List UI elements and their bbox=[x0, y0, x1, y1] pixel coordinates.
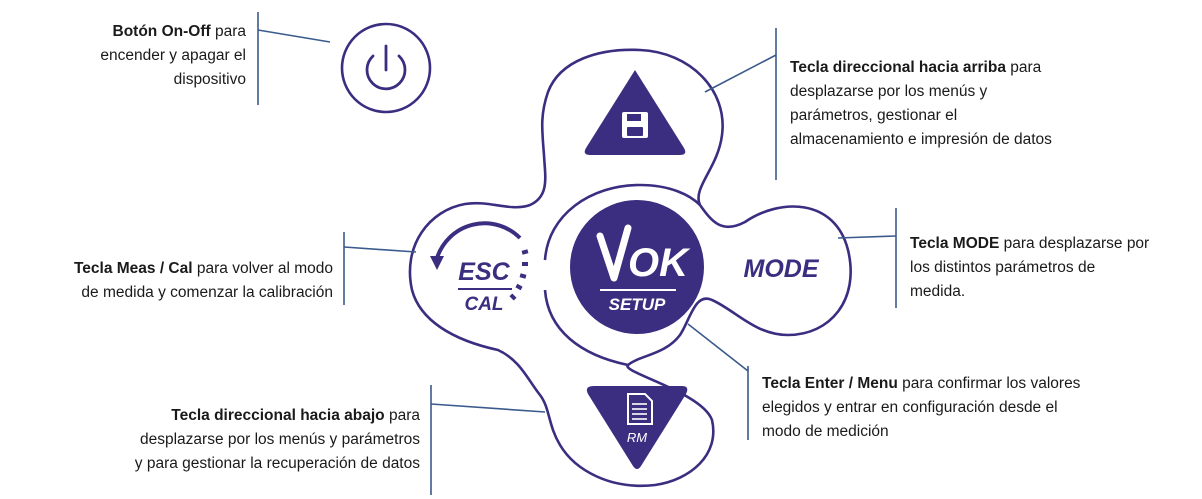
annotation-meas-line1: para volver al modo bbox=[192, 260, 333, 277]
mode-button[interactable]: MODE bbox=[725, 240, 835, 290]
annotation-up-line4: almacenamiento e impresión de datos bbox=[790, 131, 1052, 148]
annotation-up-bold: Tecla direccional hacia arriba bbox=[790, 59, 1006, 76]
down-button[interactable]: RM bbox=[586, 386, 688, 469]
up-button[interactable] bbox=[584, 70, 686, 155]
annotation-mode-bold: Tecla MODE bbox=[910, 235, 1000, 252]
annotation-power-line2: encender y apagar el bbox=[100, 47, 246, 64]
floppy-disk-icon bbox=[622, 112, 648, 138]
power-icon bbox=[365, 44, 407, 91]
enter-logo-text: OK bbox=[628, 241, 691, 285]
undo-arrow-icon bbox=[435, 221, 522, 259]
dotted-arc bbox=[509, 249, 529, 301]
annotation-meas-line2: de medida y comenzar la calibración bbox=[81, 284, 333, 301]
annotation-mode-line2: los distintos parámetros de bbox=[910, 259, 1096, 276]
annotation-power-line3: dispositivo bbox=[173, 71, 246, 88]
annotation-up-line2: desplazarse por los menús y bbox=[790, 83, 988, 100]
annotation-meas: Tecla Meas / Cal para volver al modo de … bbox=[0, 257, 333, 305]
keypad-inner-arc-bottom bbox=[543, 289, 629, 367]
annotation-enter-line2: elegidos y entrar en configuración desde… bbox=[762, 399, 1058, 416]
enter-button[interactable]: OK SETUP bbox=[570, 200, 704, 334]
enter-setup-label: SETUP bbox=[609, 295, 666, 314]
annotation-enter-line1: para confirmar los valores bbox=[897, 375, 1081, 392]
annotation-down: Tecla direccional hacia abajo para despl… bbox=[20, 404, 420, 476]
annotation-down-line2: desplazarse por los menús y parámetros bbox=[140, 431, 420, 448]
annotation-power: Botón On-Off para encender y apagar el d… bbox=[38, 20, 246, 92]
checkmark-logo-icon bbox=[596, 224, 632, 282]
annotation-down-bold: Tecla direccional hacia abajo bbox=[171, 407, 385, 424]
cal-label: CAL bbox=[464, 294, 503, 315]
annotation-enter-bold: Tecla Enter / Menu bbox=[762, 375, 898, 392]
annotation-mode-line3: medida. bbox=[910, 283, 966, 300]
annotation-down-line1: para bbox=[384, 407, 420, 424]
esc-cal-button[interactable]: ESC CAL bbox=[430, 221, 529, 315]
annotation-power-line1: para bbox=[210, 23, 246, 40]
leader-lines bbox=[257, 12, 897, 495]
annotation-up-line3: parámetros, gestionar el bbox=[790, 107, 958, 124]
annotation-enter-line3: modo de medición bbox=[762, 423, 889, 440]
document-icon bbox=[627, 393, 653, 425]
mode-label: MODE bbox=[744, 255, 820, 283]
rm-label: RM bbox=[627, 430, 647, 445]
annotation-down-line3: y para gestionar la recuperación de dato… bbox=[134, 455, 420, 472]
annotation-mode: Tecla MODE para desplazarse por los dist… bbox=[910, 232, 1200, 304]
annotation-meas-bold: Tecla Meas / Cal bbox=[73, 260, 193, 277]
power-button[interactable] bbox=[340, 22, 432, 114]
esc-label: ESC bbox=[458, 258, 510, 286]
keypad-inner-arc-top bbox=[543, 183, 701, 261]
annotation-mode-line1: para desplazarse por bbox=[999, 235, 1150, 252]
annotation-up: Tecla direccional hacia arriba para desp… bbox=[790, 56, 1120, 152]
annotation-power-bold: Botón On-Off bbox=[112, 23, 211, 40]
annotation-enter: Tecla Enter / Menu para confirmar los va… bbox=[762, 372, 1162, 444]
annotation-up-line1: para bbox=[1005, 59, 1042, 76]
